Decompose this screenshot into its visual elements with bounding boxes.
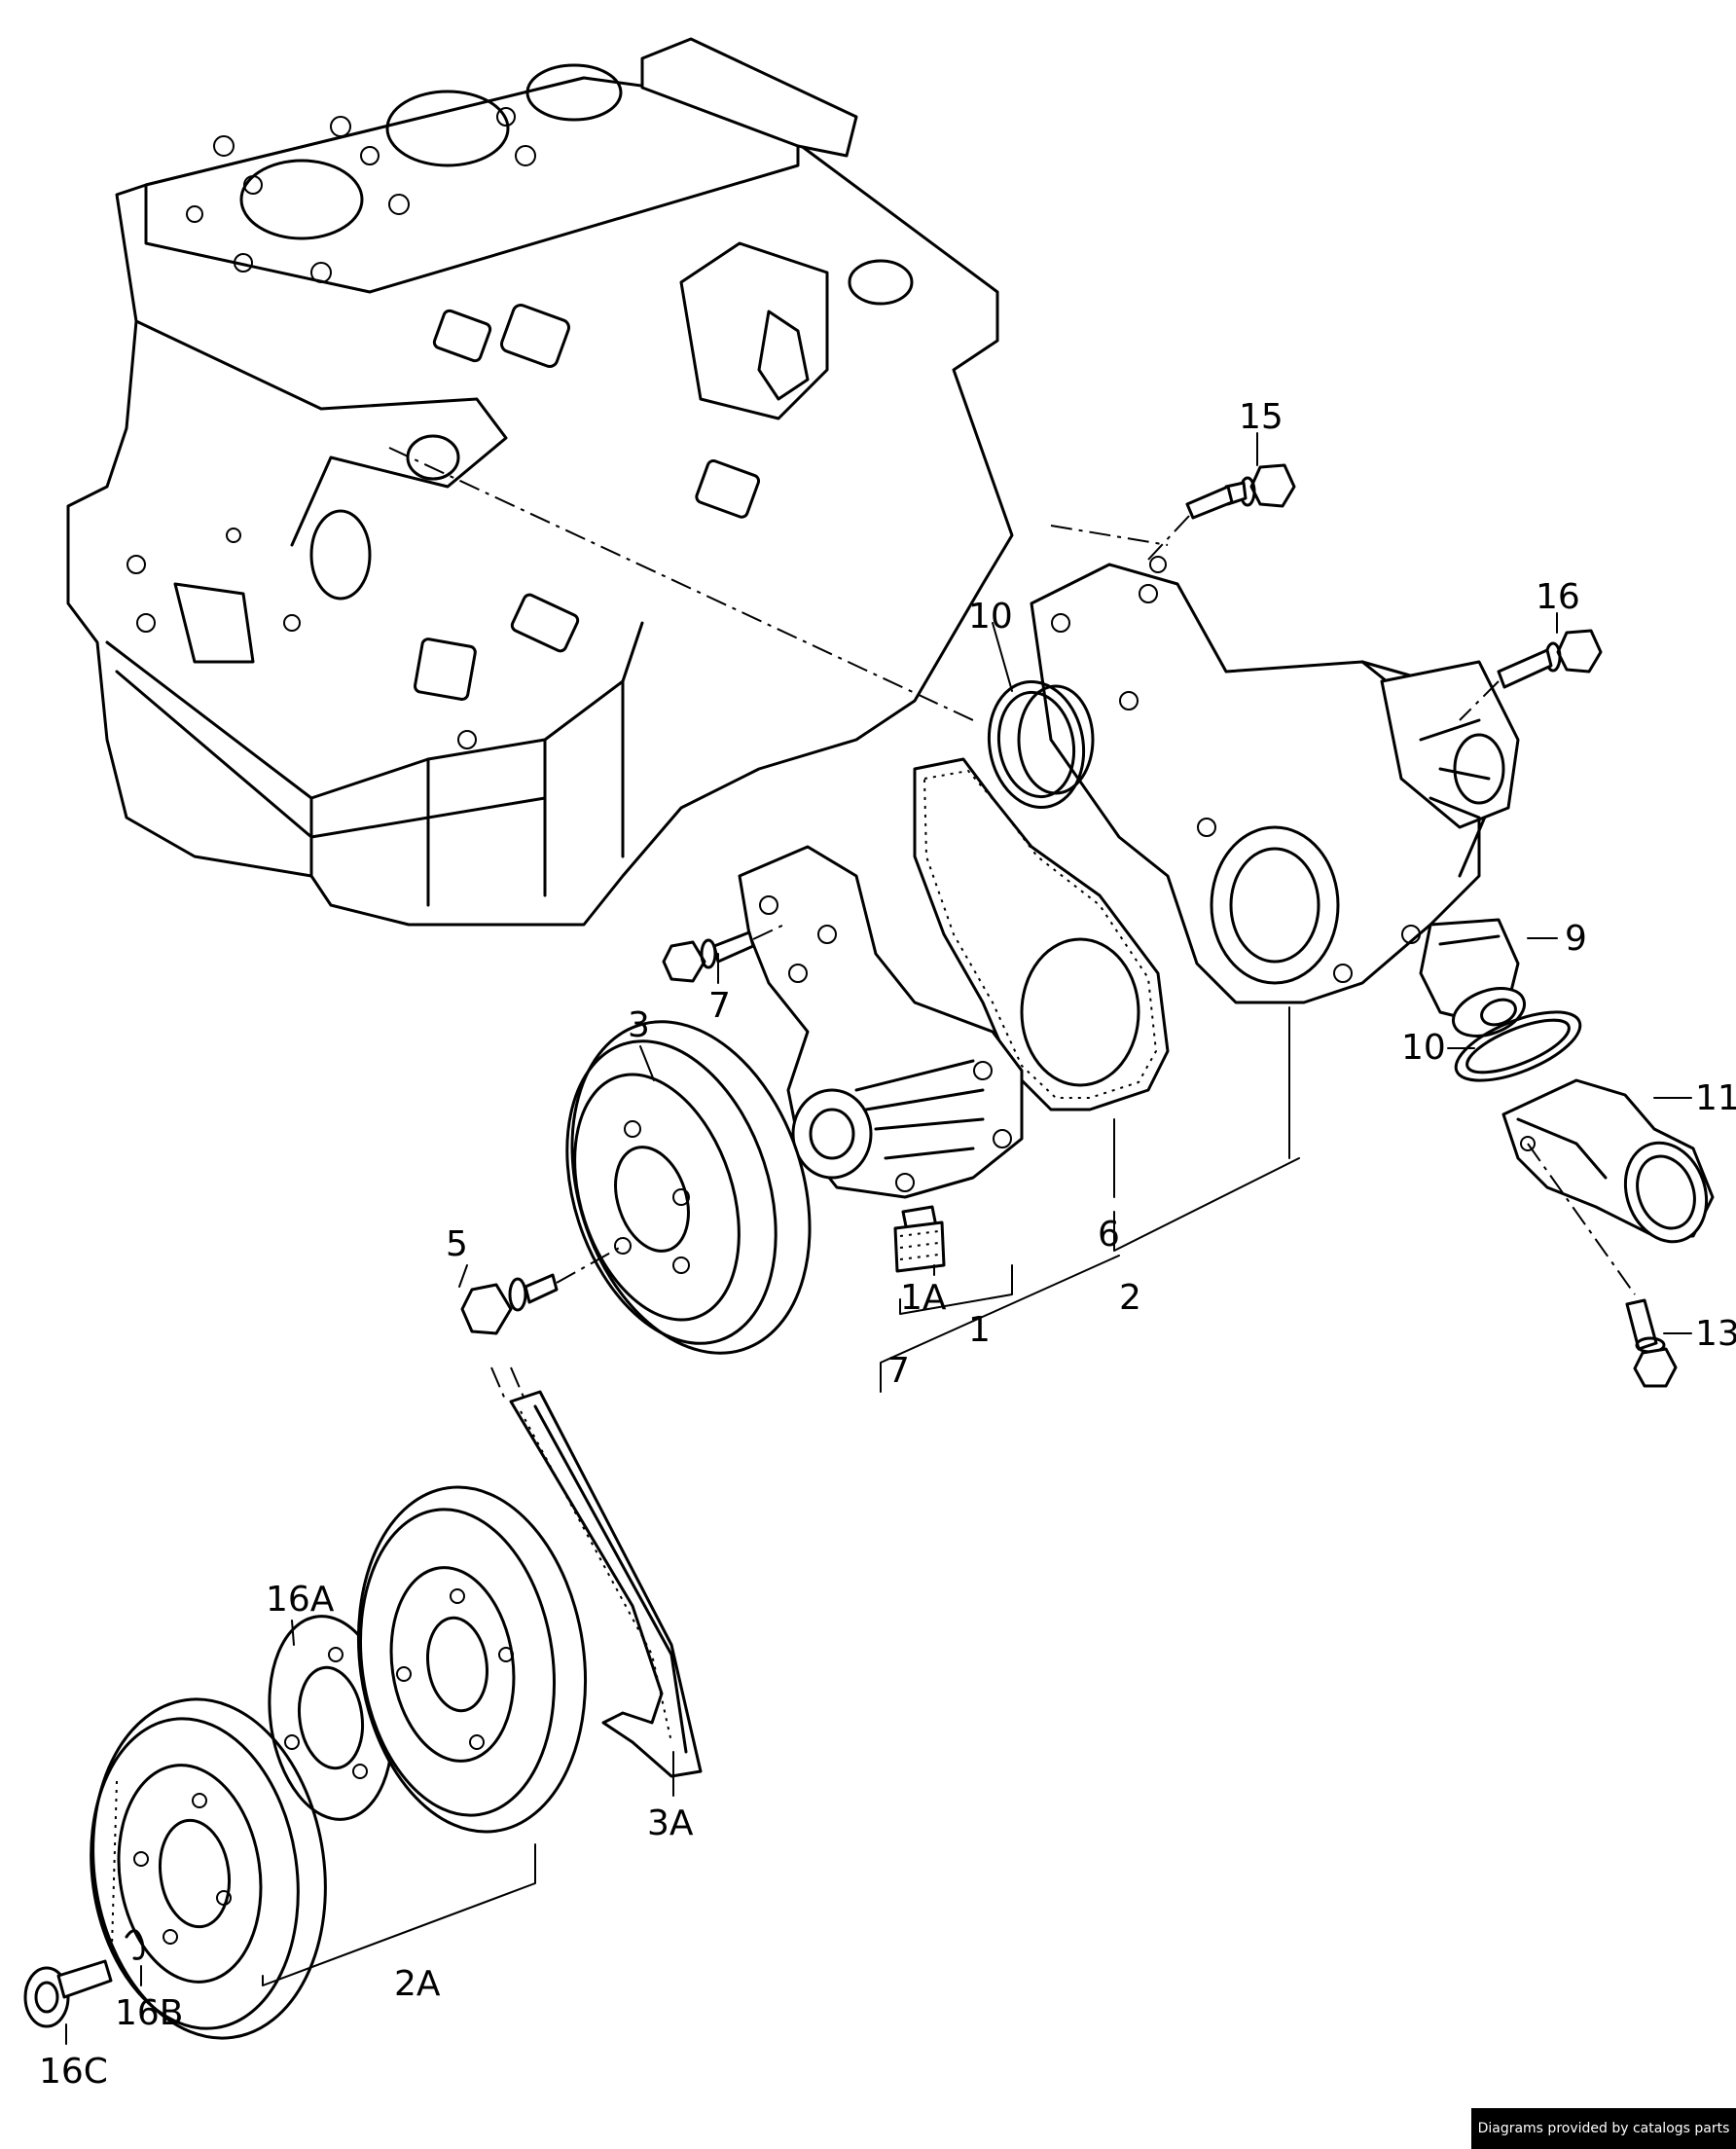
callout-16C: 16C bbox=[39, 2052, 108, 2092]
pulley-2A bbox=[90, 1697, 327, 2040]
callout-10-lower: 10 bbox=[1401, 1028, 1446, 1068]
callout-3A: 3A bbox=[647, 1803, 694, 1843]
engine-block bbox=[66, 37, 1169, 927]
callout-11: 11 bbox=[1695, 1078, 1736, 1118]
callout-13: 13 bbox=[1695, 1314, 1736, 1354]
credit-badge: Diagrams provided by catalogs parts bbox=[1471, 2108, 1736, 2149]
bolt-7-upper bbox=[662, 922, 789, 983]
callout-2A: 2A bbox=[394, 1964, 441, 2004]
callout-7-upper: 7 bbox=[708, 986, 731, 1026]
bolt-16C bbox=[23, 1959, 113, 2028]
callout-16B: 16B bbox=[115, 1993, 184, 2033]
seal-ring-10-upper bbox=[987, 679, 1086, 810]
bolt-13 bbox=[1625, 1298, 1678, 1388]
callout-5: 5 bbox=[446, 1224, 468, 1264]
plug-1A bbox=[893, 1205, 946, 1273]
coolant-outlet-11 bbox=[1501, 1078, 1715, 1295]
callout-1: 1 bbox=[968, 1310, 991, 1350]
callout-16: 16 bbox=[1536, 577, 1580, 617]
water-pump bbox=[738, 845, 1024, 1199]
callout-1A: 1A bbox=[900, 1278, 947, 1318]
bolt-16 bbox=[1459, 629, 1603, 721]
leader-lines bbox=[65, 432, 1692, 2045]
bolt-5 bbox=[460, 1245, 624, 1335]
seal-ring-10-lower bbox=[1454, 1010, 1582, 1082]
callout-16A: 16A bbox=[266, 1580, 335, 1620]
callout-3: 3 bbox=[628, 1005, 650, 1045]
callout-10-upper: 10 bbox=[968, 597, 1013, 637]
v-belt-3A bbox=[490, 1366, 703, 1778]
thermostat-9 bbox=[1419, 918, 1526, 1038]
washer-16B bbox=[125, 1929, 145, 1960]
callout-labels: 15 16 10 9 10 11 7 3 6 5 1A 1 2 7 13 16A… bbox=[39, 397, 1736, 2092]
bolt-15 bbox=[1147, 463, 1296, 561]
pulley-3 bbox=[565, 1020, 812, 1355]
callout-6: 6 bbox=[1098, 1215, 1120, 1255]
callout-15: 15 bbox=[1239, 397, 1284, 437]
callout-7-lower: 7 bbox=[887, 1351, 910, 1391]
callout-9: 9 bbox=[1565, 919, 1587, 959]
pulley-large bbox=[356, 1485, 588, 1834]
callout-2: 2 bbox=[1119, 1278, 1141, 1318]
